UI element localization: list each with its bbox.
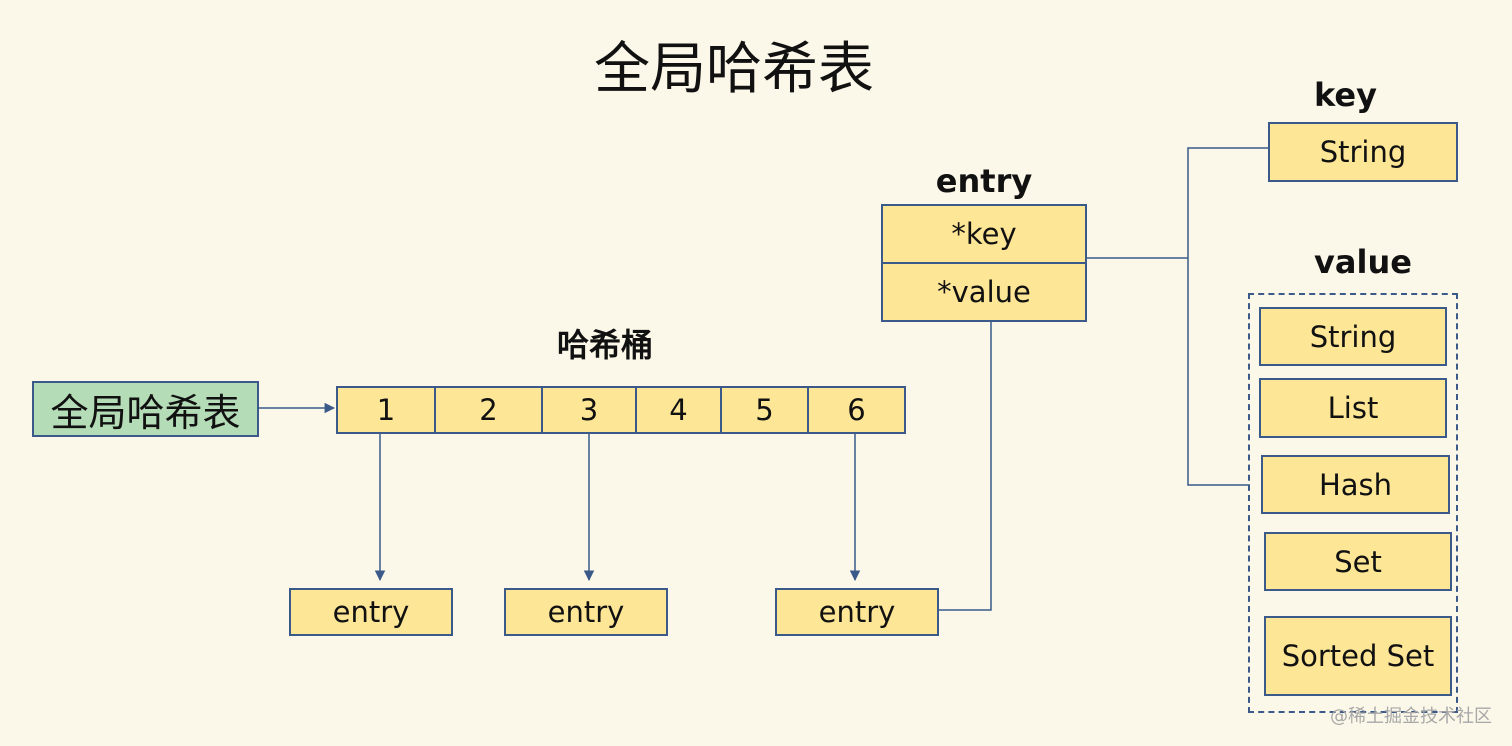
chain-entry: entry [504, 588, 668, 636]
value-type-set: Set [1264, 532, 1452, 591]
value-type-hash: Hash [1261, 455, 1450, 514]
global-hash-table-box: 全局哈希表 [32, 381, 259, 437]
bucket-cell: 5 [720, 386, 809, 434]
entry-struct-title: entry [935, 162, 1033, 200]
key-section-title: key [1314, 76, 1377, 114]
value-type-sorted-set: Sorted Set [1264, 616, 1452, 696]
watermark: @稀土掘金技术社区 [1330, 706, 1492, 727]
value-types-group [1248, 293, 1458, 713]
bucket-cell: 4 [635, 386, 722, 434]
bucket-cell: 6 [807, 386, 906, 434]
bucket-cell: 3 [541, 386, 637, 434]
entry-value-field: *value [881, 262, 1087, 322]
bucket-title: 哈希桶 [556, 326, 653, 364]
chain-entry: entry [775, 588, 939, 636]
value-type-list: List [1259, 378, 1447, 438]
page-title: 全局哈希表 [594, 37, 874, 102]
bucket-cell: 2 [434, 386, 543, 434]
value-section-title: value [1314, 243, 1412, 281]
bracket-key-value [1187, 147, 1268, 486]
entry-key-field: *key [881, 204, 1087, 264]
bucket-cell: 1 [336, 386, 436, 434]
key-type-string: String [1268, 122, 1458, 182]
value-type-string: String [1259, 307, 1447, 366]
line-entry-to-struct [939, 322, 992, 611]
chain-entry: entry [289, 588, 453, 636]
